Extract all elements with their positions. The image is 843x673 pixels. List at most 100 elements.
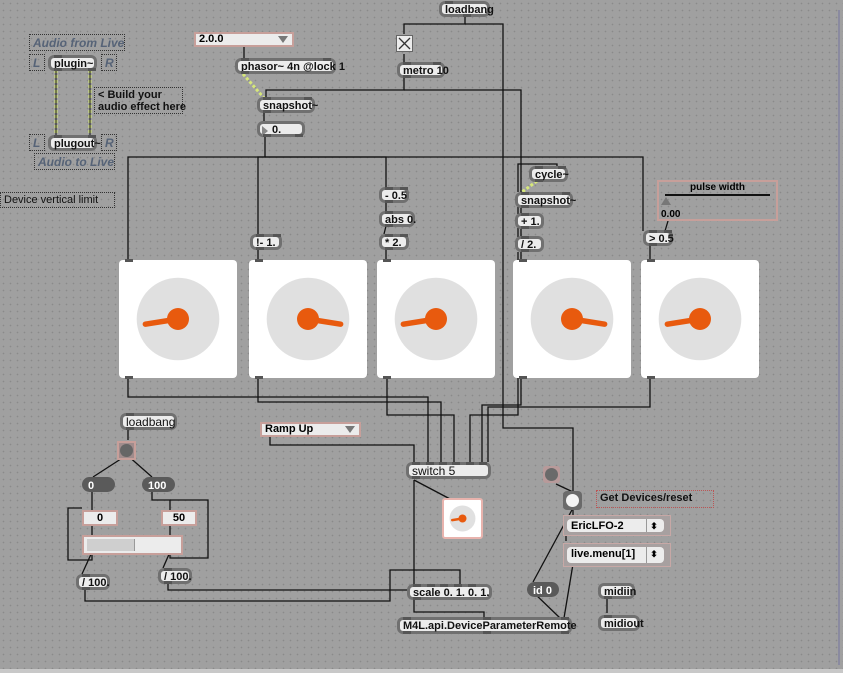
midiout-object[interactable]: midiout <box>598 615 644 631</box>
device-parameter-remote-object[interactable]: M4L.api.DeviceParameterRemote <box>397 617 577 634</box>
scale-object[interactable]: scale 0. 1. 0. 1. <box>407 584 492 600</box>
midiin-object[interactable]: midiin <box>598 583 637 599</box>
plus-one-label: + 1. <box>521 216 540 228</box>
cord-metro-snapshots <box>265 78 405 97</box>
dial-knob <box>689 308 711 330</box>
parameter-menu[interactable]: live.menu[1] ⬍ <box>563 543 671 567</box>
plugin-label: plugin~ <box>54 58 94 70</box>
number-box[interactable]: 0. <box>257 121 305 137</box>
sine-dial[interactable] <box>513 259 631 379</box>
minus-half-object[interactable]: - 0.5 <box>379 187 409 203</box>
signal-cord-cycle <box>521 179 538 194</box>
div-two-object[interactable]: / 2. <box>515 236 544 252</box>
switch-label: switch 5 <box>412 464 456 478</box>
plugin-object[interactable]: plugin~ <box>48 55 97 71</box>
not-minus-object[interactable]: !- 1. <box>250 234 282 250</box>
msg-zero[interactable]: 0 <box>82 477 115 492</box>
toggle[interactable] <box>396 35 413 52</box>
right-in-comment: R <box>101 54 117 71</box>
minus-half-label: - 0.5 <box>385 190 408 202</box>
bang-circle-icon <box>120 444 133 457</box>
plus-one-object[interactable]: + 1. <box>515 213 544 229</box>
dial-graphic <box>449 505 476 532</box>
dropdown-arrow-icon <box>278 36 288 43</box>
dial-knob <box>425 308 447 330</box>
toggle-x-icon <box>398 37 411 50</box>
switch-object[interactable]: switch 5 <box>406 462 491 479</box>
range-low-number[interactable]: 0 <box>82 510 118 526</box>
plugout-object[interactable]: plugout~ <box>48 135 101 151</box>
triangle-dial[interactable] <box>377 259 495 379</box>
snapshot-object-1[interactable]: snapshot~ <box>257 97 319 113</box>
build-effect-comment: < Build your audio effect here <box>94 87 186 114</box>
cord-number-fanout <box>127 137 266 260</box>
id-zero-label: id 0 <box>533 585 552 597</box>
square-dial[interactable] <box>641 259 759 379</box>
greater-half-object[interactable]: > 0.5 <box>643 230 674 246</box>
msg-hundred-label: 100 <box>148 480 167 492</box>
msg-hundred[interactable]: 100 <box>142 477 175 492</box>
bang-button[interactable] <box>117 441 136 460</box>
cycle-object[interactable]: cycle~ <box>529 166 569 182</box>
abs-label: abs 0. <box>385 214 417 226</box>
pulse-width-track <box>665 194 770 196</box>
ramp-down-dial[interactable] <box>249 259 367 379</box>
cord-loadbang-right <box>465 23 574 492</box>
get-devices-button[interactable] <box>563 491 582 510</box>
msg-zero-label: 0 <box>88 480 95 492</box>
small-bang-button[interactable] <box>543 466 560 483</box>
audio-to-live-comment: Audio to Live <box>34 153 115 170</box>
get-devices-comment: Get Devices/reset <box>596 490 714 508</box>
pulse-width-thumb-icon[interactable] <box>661 197 671 205</box>
loadbang-top-object[interactable]: loadbang <box>439 1 494 17</box>
div-hundred-left-object[interactable]: / 100. <box>76 574 110 590</box>
updown-arrows-icon: ⬍ <box>646 547 661 563</box>
dial-knob <box>167 308 189 330</box>
snapshot-label-2: snapshot~ <box>521 195 577 207</box>
times-two-object[interactable]: * 2. <box>379 234 409 250</box>
cycle-label: cycle~ <box>535 169 569 181</box>
audio-from-live-comment: Audio from Live <box>29 34 125 51</box>
dial-graphic <box>136 277 220 361</box>
pulse-width-slider[interactable]: pulse width 0.00 <box>657 180 778 221</box>
tempo-menu[interactable]: 2.0.0 <box>194 32 294 47</box>
bang-circle-icon <box>545 468 558 481</box>
scale-label: scale 0. 1. 0. 1. <box>413 587 490 599</box>
cord-loadbang-toggle <box>403 17 466 34</box>
loadbang-bottom-label: loadbang <box>126 415 176 429</box>
device-menu[interactable]: EricLFO-2⬍ <box>563 515 671 536</box>
output-dial[interactable] <box>442 498 483 539</box>
dial-graphic <box>530 277 614 361</box>
div-hundred-right-object[interactable]: / 100. <box>158 568 192 584</box>
bottom-scroll-edge <box>0 669 843 673</box>
phasor-object[interactable]: phasor~ 4n @lock 1 <box>235 58 345 74</box>
greater-half-label: > 0.5 <box>649 233 674 245</box>
abs-object[interactable]: abs 0. <box>379 211 417 227</box>
pulse-width-value: 0.00 <box>661 209 681 220</box>
midiin-label: midiin <box>604 586 637 598</box>
midiout-label: midiout <box>604 618 644 630</box>
snapshot-object-2[interactable]: snapshot~ <box>515 192 577 208</box>
dial-graphic <box>658 277 742 361</box>
id-zero-message[interactable]: id 0 <box>527 582 559 597</box>
metro-object[interactable]: metro 10 <box>397 62 449 78</box>
range-high-value: 50 <box>172 512 186 524</box>
range-slider[interactable] <box>82 535 183 555</box>
ramp-menu[interactable]: Ramp Up <box>260 422 361 437</box>
tempo-menu-value: 2.0.0 <box>199 33 224 45</box>
signal-cord-phasor <box>241 73 266 99</box>
dial-graphic <box>394 277 478 361</box>
ramp-menu-value: Ramp Up <box>265 423 314 435</box>
device-menu-value: EricLFO-2 <box>571 520 624 532</box>
ramp-up-dial[interactable] <box>119 259 237 379</box>
dial-graphic <box>266 277 350 361</box>
snapshot-label-1: snapshot~ <box>263 100 319 112</box>
left-out-comment: L <box>29 134 45 151</box>
dial-knob <box>561 308 583 330</box>
parameter-menu-value: live.menu[1] <box>571 548 636 560</box>
dial-knob <box>458 514 467 523</box>
number-arrow-icon <box>262 126 268 136</box>
range-slider-fill <box>87 539 135 551</box>
range-high-number[interactable]: 50 <box>161 510 197 526</box>
loadbang-bottom-object[interactable]: loadbang <box>120 413 177 430</box>
